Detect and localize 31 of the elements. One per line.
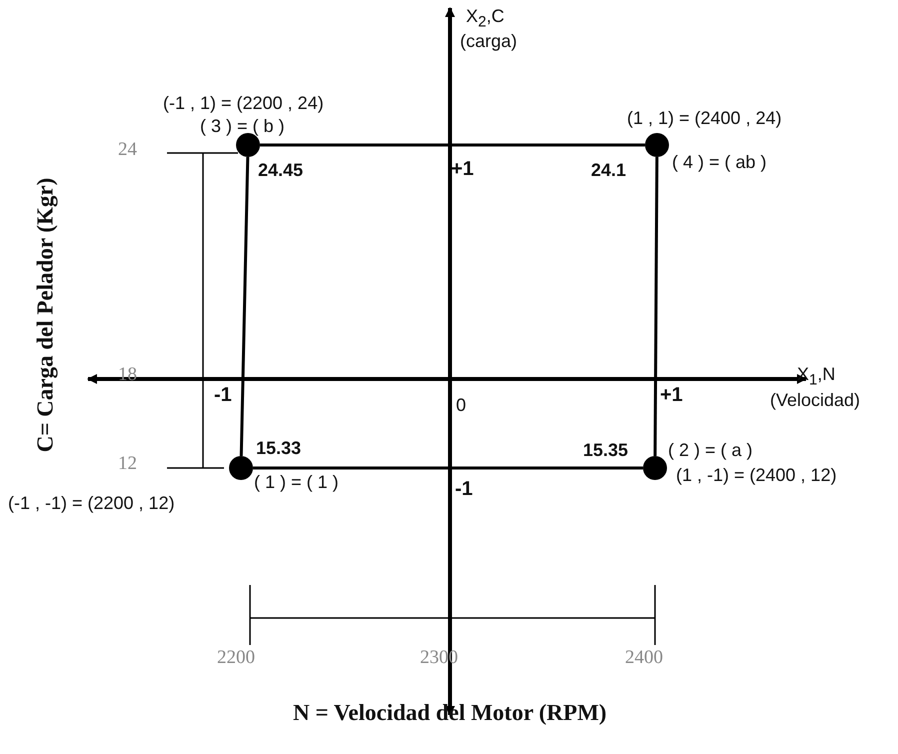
response-value: 24.1 (591, 160, 626, 181)
response-value: 15.33 (256, 438, 302, 459)
connector-line (260, 144, 645, 146)
tick-label: 2400 (625, 647, 663, 669)
run-label: ( 4 ) = ( ab ) (672, 152, 767, 173)
tick-label: 2200 (217, 647, 255, 669)
tick-label: 24 (118, 139, 137, 161)
axis-label: X$_{2}$,C (466, 6, 504, 31)
connector-line (240, 156, 250, 456)
level-label: -1 (455, 478, 473, 501)
run-label: ( 3 ) = ( b ) (200, 116, 285, 137)
connector-line (654, 157, 658, 456)
coordinate-label: (-1 , -1) = (2200 , 12) (8, 493, 175, 514)
response-value: 24.45 (258, 160, 304, 181)
run-label: ( 2 ) = ( a ) (668, 440, 753, 461)
data-point (229, 456, 253, 480)
axis-label: (carga) (460, 31, 518, 52)
run-label: ( 1 ) = ( 1 ) (254, 472, 339, 493)
tick-label: 12 (118, 453, 137, 475)
level-label: +1 (660, 384, 683, 407)
coordinate-label: (1 , -1) = (2400 , 12) (676, 465, 837, 486)
axis-label: (Velocidad) (770, 390, 860, 411)
coordinate-label: (1 , 1) = (2400 , 24) (627, 108, 782, 129)
level-label: 0 (456, 395, 466, 416)
axis-title: C= Carga del Pelador (Kgr) (32, 178, 58, 452)
data-point (643, 456, 667, 480)
response-value: 15.35 (583, 440, 628, 461)
level-label: -1 (214, 384, 232, 407)
connector-line (253, 466, 643, 470)
data-point (645, 133, 669, 157)
coordinate-label: (-1 , 1) = (2200 , 24) (163, 93, 324, 114)
